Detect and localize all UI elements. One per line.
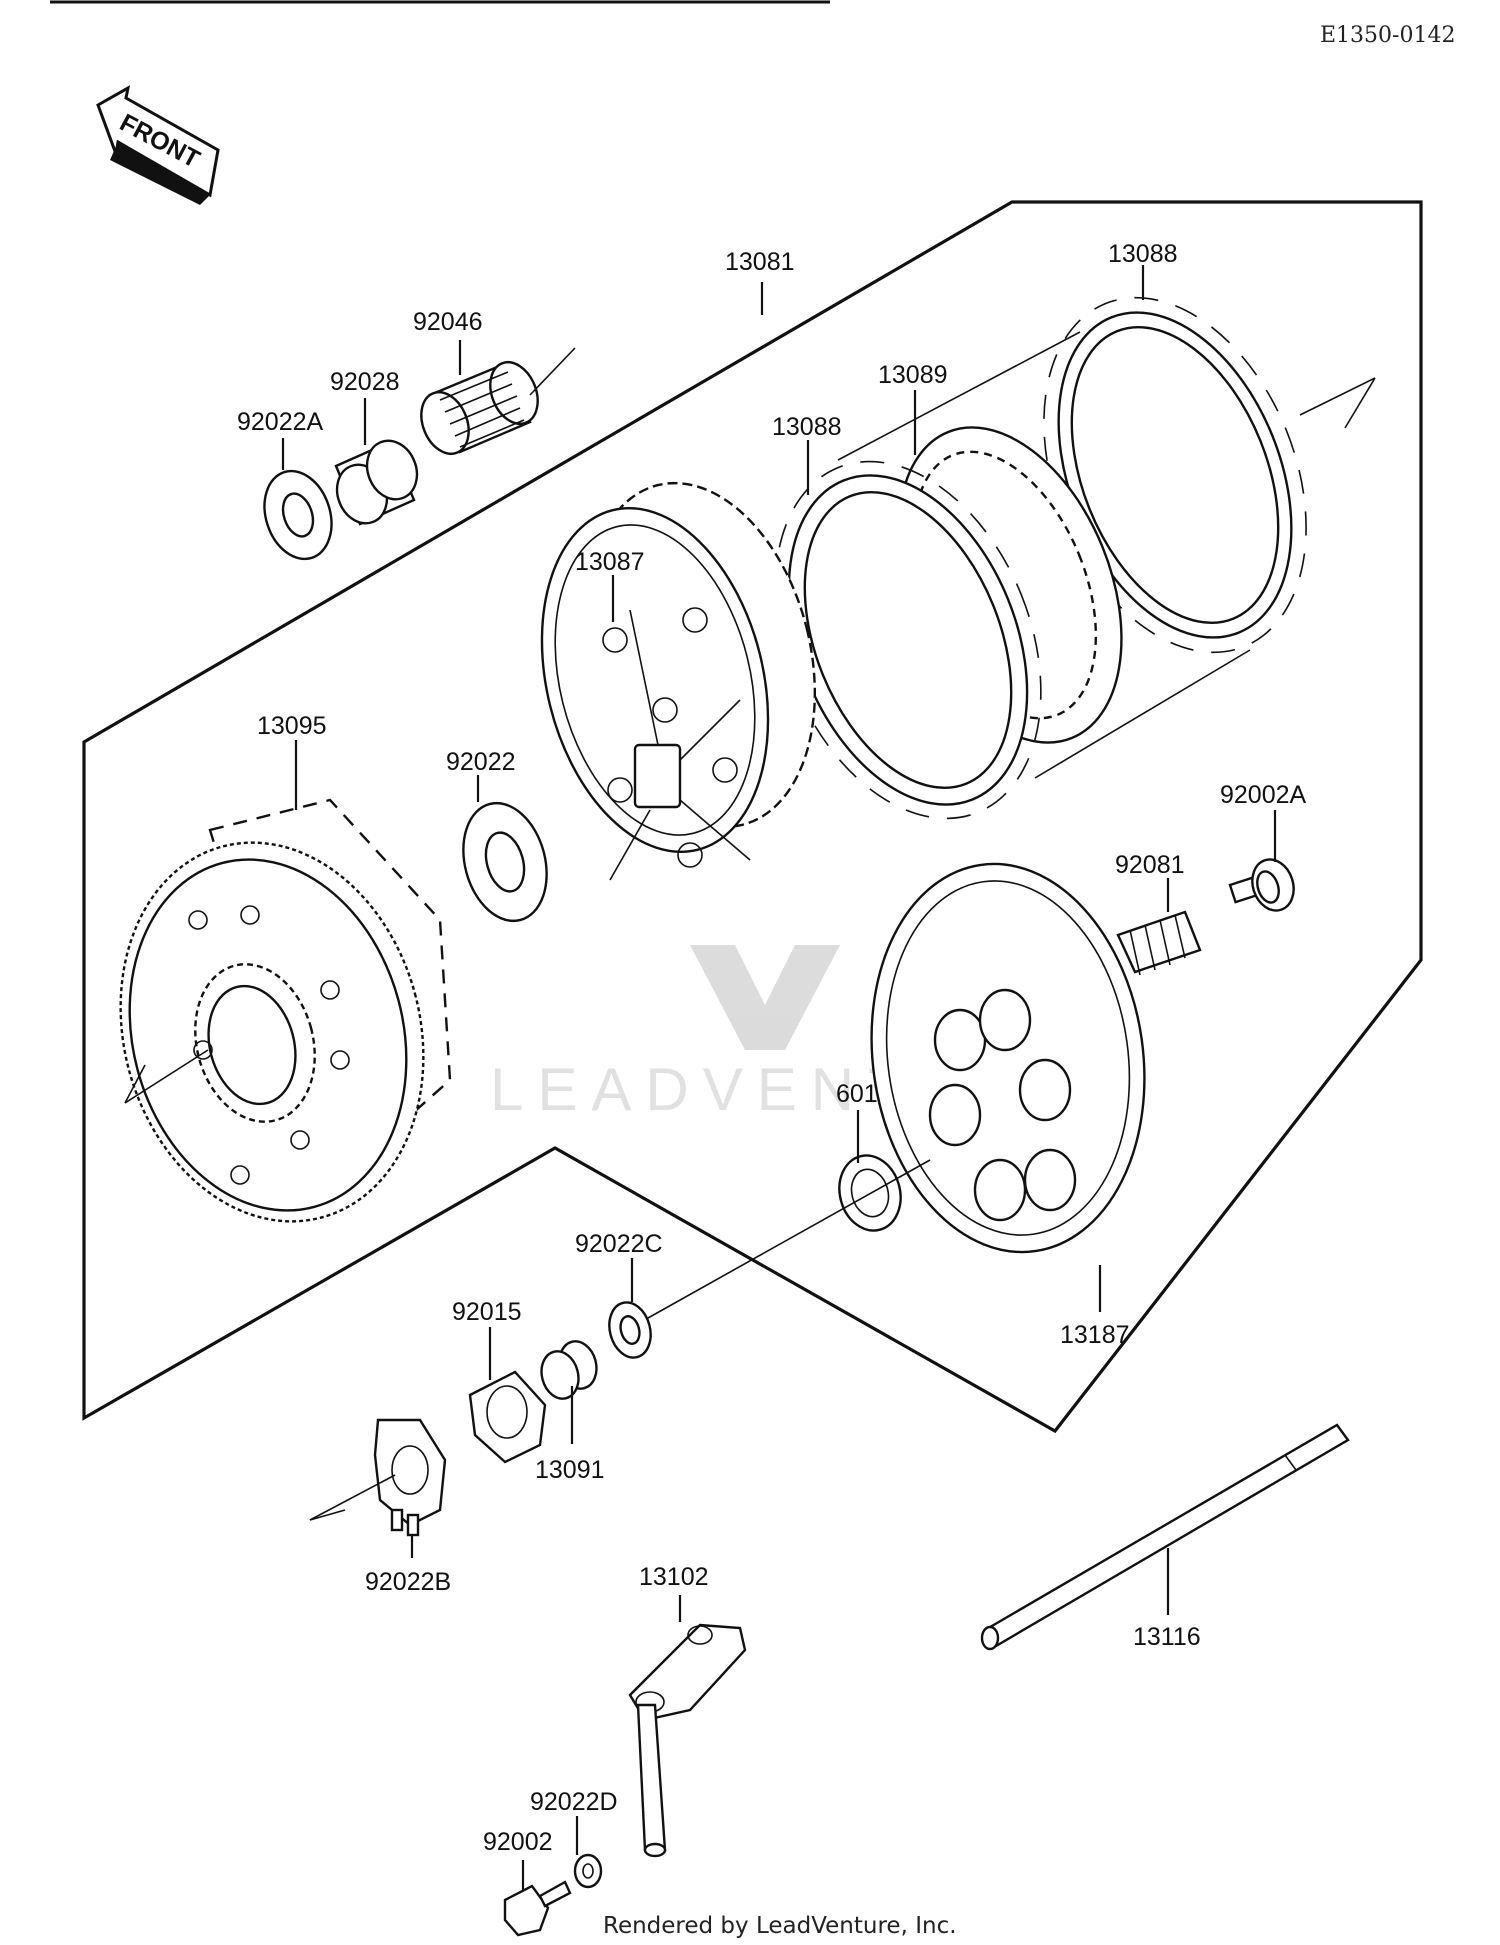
label-13102: 13102: [639, 1563, 709, 1591]
label-13088-upper: 13088: [1108, 240, 1178, 268]
label-92015: 92015: [452, 1298, 522, 1326]
plate-guide-bottom: [1034, 649, 1251, 779]
front-arrow-icon: FRONT: [96, 85, 220, 205]
nut-axis-b: [309, 1509, 346, 1521]
clutch-housing-13095: [119, 798, 452, 1223]
part-number-labels: 13081 13088 13089 13088 92046 92028 9202…: [237, 240, 1307, 1856]
pressure-plate-13187: [870, 862, 1146, 1254]
label-13095: 13095: [257, 712, 327, 740]
label-92022a: 92022A: [237, 408, 324, 436]
label-92022: 92022: [446, 748, 516, 776]
lock-washer-92022b: [373, 1418, 447, 1537]
plate-guide-top: [837, 331, 1081, 461]
label-13089: 13089: [878, 361, 948, 389]
washer-92022: [462, 801, 548, 923]
plate-axis-right: [1299, 377, 1376, 416]
washer-92022c: [608, 1301, 652, 1359]
label-92028: 92028: [330, 368, 400, 396]
label-13081: 13081: [725, 248, 795, 276]
leader-lines: [281, 265, 1277, 1890]
label-92022c: 92022C: [575, 1230, 663, 1258]
label-92022d: 92022D: [530, 1788, 618, 1816]
plate-axis-right-b: [1344, 377, 1376, 429]
label-13088-lower: 13088: [772, 413, 842, 441]
render-credit: Rendered by LeadVenture, Inc.: [603, 1913, 957, 1939]
label-92002a: 92002A: [1220, 781, 1307, 809]
nut-axis: [309, 1474, 396, 1521]
washer-92022a: [263, 469, 333, 561]
label-601: 601: [836, 1080, 878, 1108]
housing-axis-b: [124, 1064, 146, 1104]
label-92046: 92046: [413, 308, 483, 336]
label-92022b: 92022B: [365, 1568, 451, 1596]
friction-plate-13088-lower: [774, 460, 1042, 820]
label-92002: 92002: [483, 1828, 553, 1856]
spacer-13091: [540, 1340, 598, 1400]
label-13187: 13187: [1060, 1321, 1130, 1349]
collar-92028: [334, 439, 419, 526]
housing-axis: [124, 1049, 209, 1104]
washer-92022d: [573, 1853, 603, 1889]
drawing-code: E1350-0142: [1320, 23, 1455, 48]
release-lever-13102: [628, 1623, 747, 1858]
needle-bearing-92046: [420, 361, 539, 455]
label-92081: 92081: [1115, 851, 1185, 879]
pushrod-axis: [647, 1159, 931, 1319]
nut-92015: [468, 1370, 547, 1464]
shaft-axis-top: [529, 347, 576, 396]
label-13087: 13087: [575, 548, 645, 576]
bolt-92002a: [1228, 858, 1295, 912]
label-13091: 13091: [535, 1456, 605, 1484]
friction-plate-13088-upper: [1043, 296, 1307, 654]
assembly-outline: [82, 200, 1423, 1434]
spring-92081: [1116, 910, 1202, 976]
label-13116: 13116: [1133, 1623, 1201, 1651]
clutch-hub-13087: [540, 481, 817, 881]
bolt-92002: [503, 1880, 572, 1937]
pushrod-13116: [980, 1423, 1350, 1651]
